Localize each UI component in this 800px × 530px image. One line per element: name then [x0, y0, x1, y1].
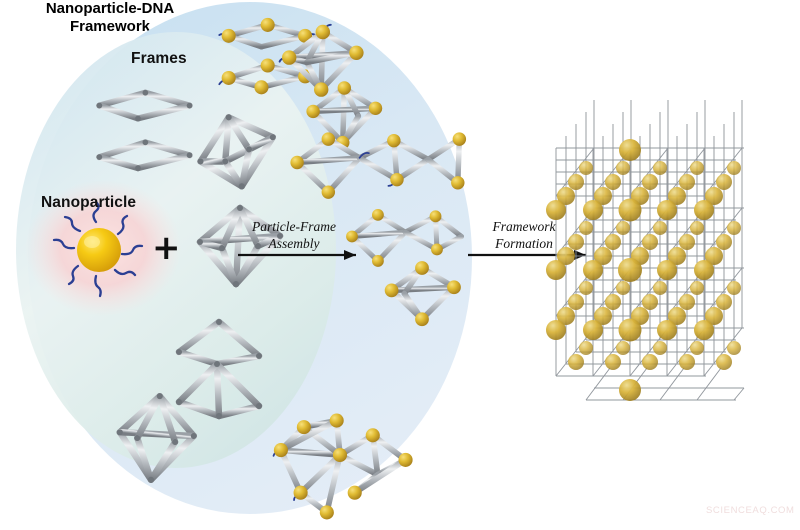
framework-title: Nanoparticle-DNA Framework	[0, 0, 220, 37]
formation-arrow-label-line1: Framework	[492, 219, 556, 234]
frame-cube	[96, 89, 193, 172]
frame-bipyramid-middle	[196, 204, 284, 288]
arrow-particle-frame-assembly	[238, 250, 356, 260]
frames-label: Frames	[131, 50, 187, 67]
nanoparticle-dna-framework-lattice	[546, 100, 745, 401]
assembly-pair-center	[346, 208, 464, 267]
assembly-arrow-label: Particle-Frame Assembly	[239, 219, 349, 253]
framework-title-line2: Framework	[69, 18, 151, 36]
lattice-nanoparticles	[546, 139, 741, 401]
assembly-octa-top2	[306, 81, 383, 150]
plus-symbol: +	[152, 228, 181, 268]
watermark: SCIENCEAQ.COM	[706, 505, 795, 516]
gold-nanoparticle	[77, 228, 121, 272]
assembly-arrow-label-line1: Particle-Frame	[252, 219, 336, 234]
dna-strands	[52, 200, 144, 298]
assembly-octa-lower	[384, 261, 461, 327]
bound-nanoparticles	[221, 17, 313, 95]
assembly-chain-mid	[290, 132, 467, 199]
frame-prism	[175, 318, 263, 420]
assembly-arrow-label-line2: Assembly	[268, 235, 320, 251]
frame-octahedron-lower	[116, 392, 198, 483]
assembly-octa-top	[278, 23, 364, 97]
assembly-cube-top	[218, 17, 317, 95]
nanoparticle-with-dna	[52, 200, 144, 298]
formation-arrow-label: Framework Formation	[469, 219, 579, 253]
frame-octahedron-upper	[197, 114, 277, 190]
assembly-cluster-bottom	[272, 413, 413, 520]
framework-title-line1: Nanoparticle-DNA	[45, 0, 175, 17]
nanoparticle-label: Nanoparticle	[41, 194, 137, 211]
formation-arrow-label-line2: Formation	[495, 235, 553, 251]
